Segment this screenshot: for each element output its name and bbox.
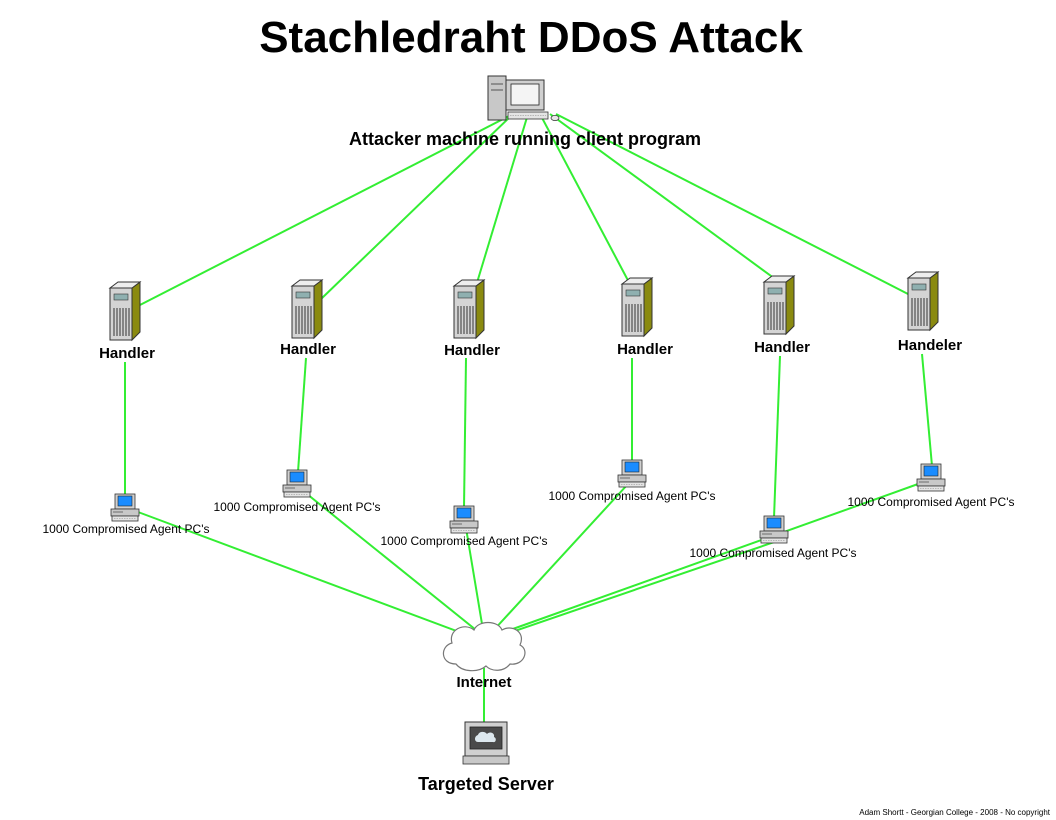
link-attacker-handler-6	[555, 113, 909, 295]
agent-label: 1000 Compromised Agent PC's	[42, 522, 209, 536]
link-handler-agent-2	[297, 357, 307, 473]
handler-6: Handeler	[898, 271, 962, 354]
pc-icon	[282, 469, 312, 498]
agent-group-1: 1000 Compromised Agent PC's	[42, 493, 210, 536]
handler-label: Handler	[99, 345, 155, 362]
target-label: Targeted Server	[418, 774, 554, 794]
link-handler-agent-5	[773, 355, 781, 519]
link-agent-6-internet	[509, 483, 919, 631]
pc-icon	[759, 515, 789, 544]
agent-label: 1000 Compromised Agent PC's	[548, 489, 715, 503]
handler-label: Handeler	[898, 337, 962, 354]
desktop-computer-icon	[487, 75, 560, 122]
server-icon	[291, 279, 323, 339]
handler-label: Handler	[280, 341, 336, 358]
server-icon	[763, 275, 795, 335]
pc-icon	[449, 505, 479, 534]
server-icon	[109, 281, 141, 341]
link-handler-agent-6	[921, 353, 933, 467]
agent-label: 1000 Compromised Agent PC's	[847, 495, 1014, 509]
link-agent-1-internet	[137, 511, 471, 637]
agent-group-2: 1000 Compromised Agent PC's	[213, 469, 381, 514]
handler-label: Handler	[754, 339, 810, 356]
credit-text: Adam Shortt - Georgian College - 2008 - …	[859, 808, 1051, 817]
attacker-machine: Attacker machine running client program	[349, 75, 701, 149]
server-icon	[907, 271, 939, 331]
handler-label: Handler	[617, 341, 673, 358]
agent-group-3: 1000 Compromised Agent PC's	[380, 505, 548, 548]
internet-label: Internet	[456, 674, 511, 691]
handler-4: Handler	[617, 277, 673, 358]
link-attacker-handler-5	[549, 113, 783, 285]
agent-group-4: 1000 Compromised Agent PC's	[548, 459, 716, 503]
link-attacker-handler-3	[475, 113, 529, 287]
link-handler-agent-3	[463, 357, 467, 509]
internet-node: Internet	[442, 621, 526, 691]
link-attacker-handler-1	[137, 113, 514, 307]
link-attacker-handler-4	[539, 113, 633, 289]
pc-icon	[617, 459, 647, 488]
handler-5: Handler	[754, 275, 810, 356]
agent-group-5: 1000 Compromised Agent PC's	[689, 515, 857, 560]
agent-group-6: 1000 Compromised Agent PC's	[847, 463, 1015, 509]
link-agent-2-internet	[301, 489, 477, 631]
agent-label: 1000 Compromised Agent PC's	[213, 500, 380, 514]
cloud-icon	[442, 621, 526, 672]
monitor-icon	[462, 721, 510, 765]
connection-lines	[124, 113, 933, 724]
server-icon	[621, 277, 653, 337]
pc-icon	[110, 493, 140, 522]
agent-label: 1000 Compromised Agent PC's	[689, 546, 856, 560]
link-agent-5-internet	[499, 537, 787, 637]
handler-1: Handler	[99, 281, 155, 362]
handler-2: Handler	[280, 279, 336, 358]
handler-label: Handler	[444, 342, 500, 359]
attacker-label: Attacker machine running client program	[349, 129, 701, 149]
pc-icon	[916, 463, 946, 492]
page-title: Stachledraht DDoS Attack	[259, 13, 803, 62]
link-agent-4-internet	[491, 483, 629, 633]
link-agent-3-internet	[465, 527, 483, 625]
server-icon	[453, 279, 485, 339]
agent-label: 1000 Compromised Agent PC's	[380, 534, 547, 548]
target-server: Targeted Server	[418, 721, 554, 794]
handler-3: Handler	[444, 279, 500, 359]
link-attacker-handler-2	[319, 113, 514, 301]
